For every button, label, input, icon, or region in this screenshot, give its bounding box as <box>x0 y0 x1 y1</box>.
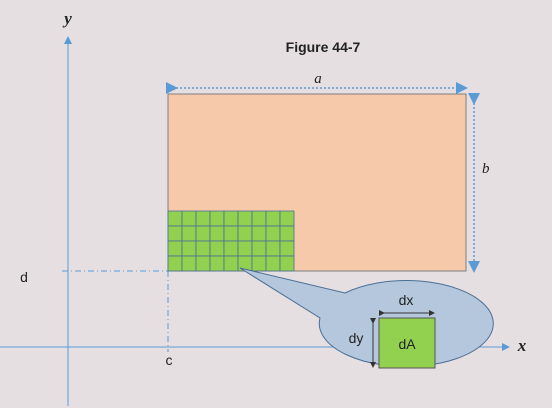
main-rectangle <box>167 93 467 272</box>
grid-cell <box>265 240 281 257</box>
figure-title: Figure 44-7 <box>286 39 361 55</box>
grid-cell <box>181 210 197 227</box>
y-axis-label: y <box>62 9 72 28</box>
label-dy: dy <box>349 330 364 346</box>
grid-cell <box>251 255 267 272</box>
label-dA: dA <box>398 336 416 352</box>
grid-cell <box>265 225 281 242</box>
dimension-b-label: b <box>482 161 490 177</box>
grid-cell <box>223 225 239 242</box>
grid-cell <box>167 255 183 272</box>
grid-cell <box>265 255 281 272</box>
grid-cell <box>265 210 281 227</box>
grid-cell <box>251 210 267 227</box>
grid-cell <box>237 225 253 242</box>
grid-cell <box>251 240 267 257</box>
grid-cell <box>167 210 183 227</box>
grid-cell <box>181 240 197 257</box>
element-dA <box>378 317 436 369</box>
grid-cell <box>209 240 225 257</box>
label-d: d <box>20 269 28 285</box>
grid-cell <box>223 255 239 272</box>
grid-cell <box>237 240 253 257</box>
grid-cell <box>279 255 295 272</box>
grid-cell <box>251 225 267 242</box>
grid-cell <box>167 225 183 242</box>
x-axis-label: x <box>517 336 527 355</box>
grid-cell <box>209 225 225 242</box>
grid-cell <box>279 240 295 257</box>
grid-cell <box>195 210 211 227</box>
grid-cell <box>167 240 183 257</box>
label-c: c <box>166 352 173 368</box>
element-grid <box>167 210 295 272</box>
dimension-a-label: a <box>314 71 322 87</box>
grid-cell <box>279 210 295 227</box>
grid-cell <box>181 255 197 272</box>
grid-cell <box>223 210 239 227</box>
grid-cell <box>195 255 211 272</box>
grid-cell <box>195 225 211 242</box>
grid-cell <box>279 225 295 242</box>
grid-cell <box>209 210 225 227</box>
grid-cell <box>223 240 239 257</box>
label-dx: dx <box>399 292 414 308</box>
grid-cell <box>237 210 253 227</box>
grid-cell <box>195 240 211 257</box>
grid-cell <box>209 255 225 272</box>
callout-bubble <box>239 267 494 368</box>
grid-cell <box>181 225 197 242</box>
